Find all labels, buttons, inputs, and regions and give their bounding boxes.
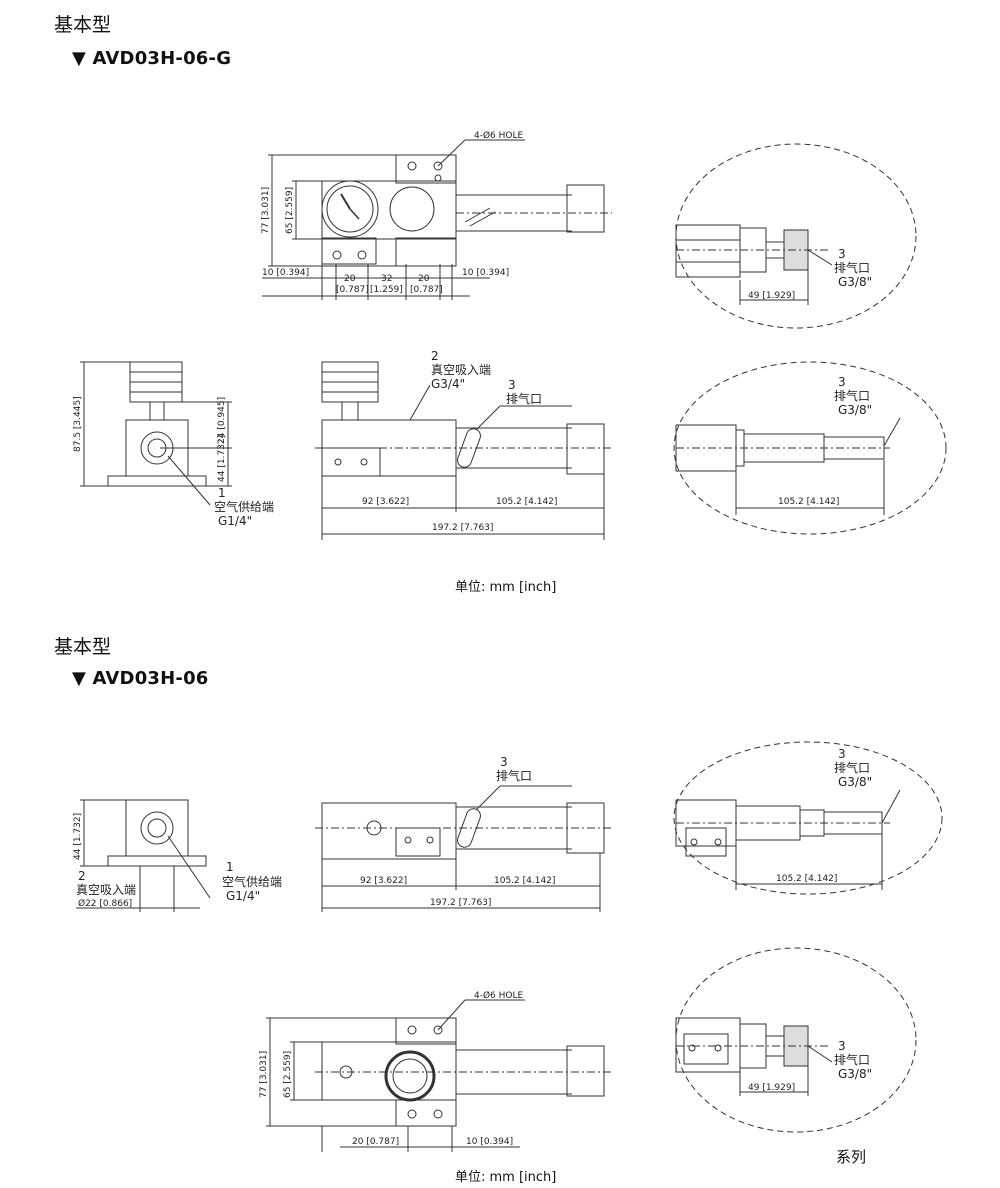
s2-air-num: 1	[226, 860, 234, 874]
section2-unit-note: 单位: mm [inch]	[455, 1170, 557, 1185]
s2-dim-d1052b: 105.2 [4.142]	[776, 874, 837, 884]
s1-top-view	[262, 139, 612, 300]
s1-vac-thread: G3/4"	[431, 377, 465, 391]
s1-dim-h875: 87.5 [3.445]	[73, 396, 83, 452]
s1-air-num: 1	[218, 486, 226, 500]
section1-model-title: ▼ AVD03H-06-G	[72, 48, 232, 69]
s2-air-name: 空气供给端	[222, 874, 282, 889]
s1-dim-d32: 32	[381, 274, 392, 284]
s1-front-view	[315, 361, 612, 540]
s2-dim-d49: 49 [1.929]	[748, 1083, 795, 1093]
s1-exh-name: 排气口	[506, 391, 542, 406]
s1-zoom-bottom	[673, 361, 947, 535]
s1-dim-d32-in: [1.259]	[370, 285, 403, 295]
s2-vac-num: 2	[78, 869, 86, 883]
s1-dim-r10: 10 [0.394]	[462, 268, 509, 278]
s2-exh-num: 3	[500, 755, 508, 769]
s2-air-thread: G1/4"	[226, 889, 260, 903]
s1-vac-num: 2	[431, 349, 439, 363]
s2-dim-r10: 10 [0.394]	[466, 1137, 513, 1147]
s2-zoom-lower	[675, 947, 917, 1133]
s2-dim-d20: 20 [0.787]	[352, 1137, 399, 1147]
s1-zb-exh-name: 排气口	[834, 388, 870, 403]
s2-zl-exh-num: 3	[838, 1039, 846, 1053]
s1-dim-d49: 49 [1.929]	[748, 291, 795, 301]
s2-dim-h77: 77 [3.031]	[259, 1051, 269, 1098]
s2-dim-d1972: 197.2 [7.763]	[430, 898, 491, 908]
s1-dim-d1052b: 105.2 [4.142]	[778, 497, 839, 507]
s1-air-name: 空气供给端	[214, 499, 274, 514]
s1-dim-d20b: 20	[418, 274, 430, 284]
s1-zb-exh-num: 3	[838, 375, 846, 389]
s1-dim-d92: 92 [3.622]	[362, 497, 409, 507]
section1-type-label: 基本型	[54, 14, 112, 36]
s2-zl-exh-thread: G3/8"	[838, 1067, 872, 1081]
s2-dim-d1052: 105.2 [4.142]	[494, 876, 555, 886]
s2-front-view	[315, 785, 612, 912]
s1-dim-l10: 10 [0.394]	[262, 268, 309, 278]
pressure-gauge	[321, 180, 379, 238]
s2-dim-d92: 92 [3.622]	[360, 876, 407, 886]
s1-zt-exh-thread: G3/8"	[838, 275, 872, 289]
s2-exh-name: 排气口	[496, 768, 532, 783]
s2-zl-exh-name: 排气口	[834, 1052, 870, 1067]
s1-zt-exh-num: 3	[838, 247, 846, 261]
section2-model-title: ▼ AVD03H-06	[72, 668, 209, 689]
s2-zu-exh-name: 排气口	[834, 760, 870, 775]
s2-vac-name: 真空吸入端	[76, 883, 136, 897]
s1-dim-d20a: 20	[344, 274, 356, 284]
s1-zb-exh-thread: G3/8"	[838, 403, 872, 417]
s2-side-view	[76, 799, 211, 912]
s1-hole-label: 4-Ø6 HOLE	[474, 130, 524, 141]
s1-dim-d1052: 105.2 [4.142]	[496, 497, 557, 507]
s1-dim-d20b-in: [0.787]	[410, 285, 443, 295]
s1-exh-num: 3	[508, 378, 516, 392]
s1-zoom-top	[675, 143, 917, 329]
s1-zt-exh-name: 排气口	[834, 260, 870, 275]
s2-dim-h44: 44 [1.732]	[73, 813, 83, 860]
s1-dim-h44: 44 [1.732]	[217, 435, 227, 482]
s1-vac-name: 真空吸入端	[431, 363, 491, 377]
s2-dim-h65: 65 [2.559]	[283, 1051, 293, 1098]
s2-zu-exh-thread: G3/8"	[838, 775, 872, 789]
s2-dim-d22: Ø22 [0.866]	[78, 898, 132, 909]
s2-zu-exh-num: 3	[838, 747, 846, 761]
s2-hole-label: 4-Ø6 HOLE	[474, 990, 524, 1001]
s1-dim-d20a-in: [0.787]	[336, 285, 369, 295]
s2-top-view	[266, 999, 612, 1152]
s2-zoom-upper	[673, 741, 943, 895]
section1-unit-note: 单位: mm [inch]	[455, 580, 557, 595]
s1-air-thread: G1/4"	[218, 514, 252, 528]
s1-dim-h24: 24 [0.945]	[217, 397, 227, 444]
s1-side-view	[80, 361, 232, 506]
section2-type-label: 基本型	[54, 636, 112, 658]
s1-dim-h65: 65 [2.559]	[285, 187, 295, 234]
series-label: 系列	[836, 1148, 867, 1166]
s1-dim-h77: 77 [3.031]	[261, 187, 271, 234]
s1-dim-d1972: 197.2 [7.763]	[432, 523, 493, 533]
